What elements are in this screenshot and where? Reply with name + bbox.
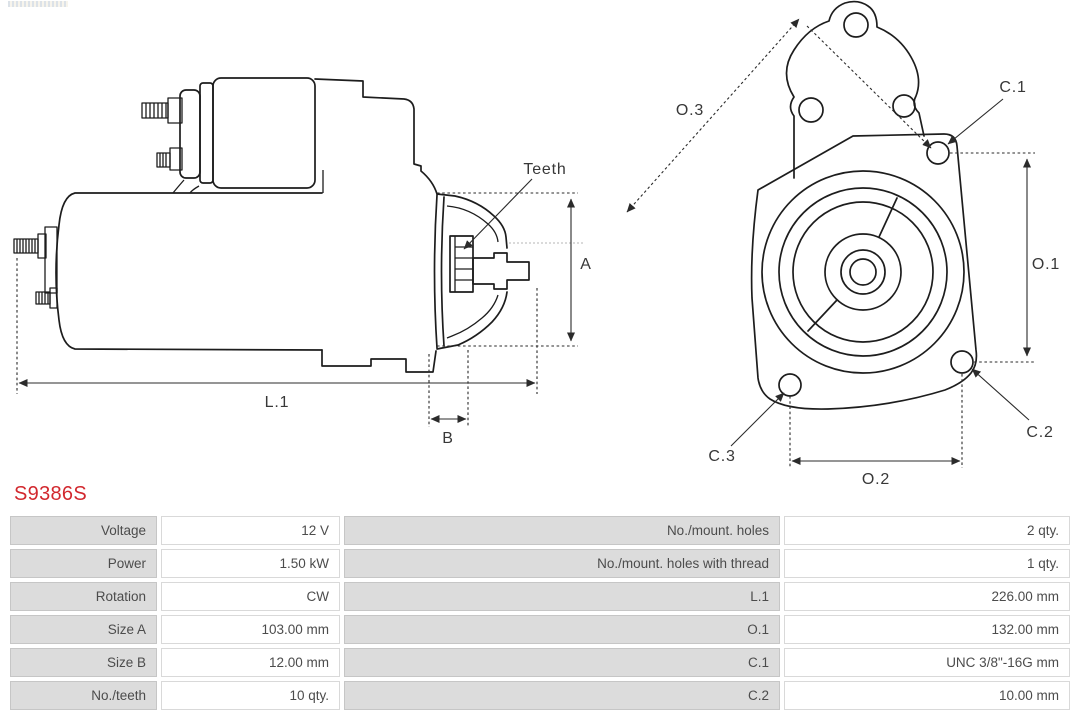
spec-label: O.1 [344,615,780,644]
mounting-hole-c1 [926,141,950,165]
c2-leader-arrow [971,368,1030,421]
terminal-block [44,226,58,294]
terminal-stud-small [35,291,51,305]
spec-label: Voltage [10,516,157,545]
spec-table: Voltage 12 V No./mount. holes 2 qty. Pow… [10,516,1070,710]
solenoid-stud-bottom [156,147,183,171]
spec-label: C.2 [344,681,780,710]
teeth-leader-arrow [463,178,533,250]
spec-label: C.1 [344,648,780,677]
solenoid-hole-top [843,12,869,38]
dim-label-b: B [442,430,453,447]
solenoid-hole-left [798,97,824,123]
spec-value: 10 qty. [161,681,340,710]
teeth-label: Teeth [523,161,566,178]
dim-label-c1: C.1 [999,79,1026,96]
technical-drawing: A Teeth L.1 B [13,0,1060,488]
side-view: A Teeth L.1 B [13,77,591,447]
pinion-gear [449,235,474,293]
spec-value: 226.00 mm [784,582,1070,611]
part-number: S9386S [14,483,87,505]
spec-label: Size B [10,648,157,677]
dim-label-o3: O.3 [676,102,704,119]
terminal-stud [13,238,39,254]
dim-label-c2: C.2 [1026,424,1053,441]
solenoid-hole-right [892,94,916,118]
mounting-hole-c2 [950,350,974,374]
mounting-hole-c3 [778,373,802,397]
shaft [472,252,530,290]
drive-end-housing [433,193,508,350]
spec-label: Rotation [10,582,157,611]
dim-label-c3: C.3 [708,448,735,465]
spec-label: No./mount. holes [344,516,780,545]
mounting-flange [750,133,978,410]
dim-label-a: A [580,256,591,273]
spec-label: L.1 [344,582,780,611]
spec-value: 103.00 mm [161,615,340,644]
spec-value: 12 V [161,516,340,545]
spec-label: No./teeth [10,681,157,710]
spec-value: 12.00 mm [161,648,340,677]
dim-label-o1: O.1 [1032,256,1060,273]
solenoid-front [785,0,925,179]
scan-artifact [8,1,68,7]
front-view: O.3 C.1 O.1 C.2 C.3 O.2 [626,0,1060,488]
spec-value: 1 qty. [784,549,1070,578]
c1-leader-arrow [947,98,1004,145]
solenoid-stud-top [141,97,183,124]
spec-label: No./mount. holes with thread [344,549,780,578]
spec-value: 1.50 kW [161,549,340,578]
spec-value: 10.00 mm [784,681,1070,710]
solenoid [212,77,316,189]
spec-value: UNC 3/8"-16G mm [784,648,1070,677]
spec-label: Size A [10,615,157,644]
spec-value: CW [161,582,340,611]
c3-leader-arrow [730,392,785,447]
dim-label-o2: O.2 [862,471,890,488]
spec-value: 132.00 mm [784,615,1070,644]
spec-value: 2 qty. [784,516,1070,545]
spec-label: Power [10,549,157,578]
dim-label-l1: L.1 [265,394,290,411]
